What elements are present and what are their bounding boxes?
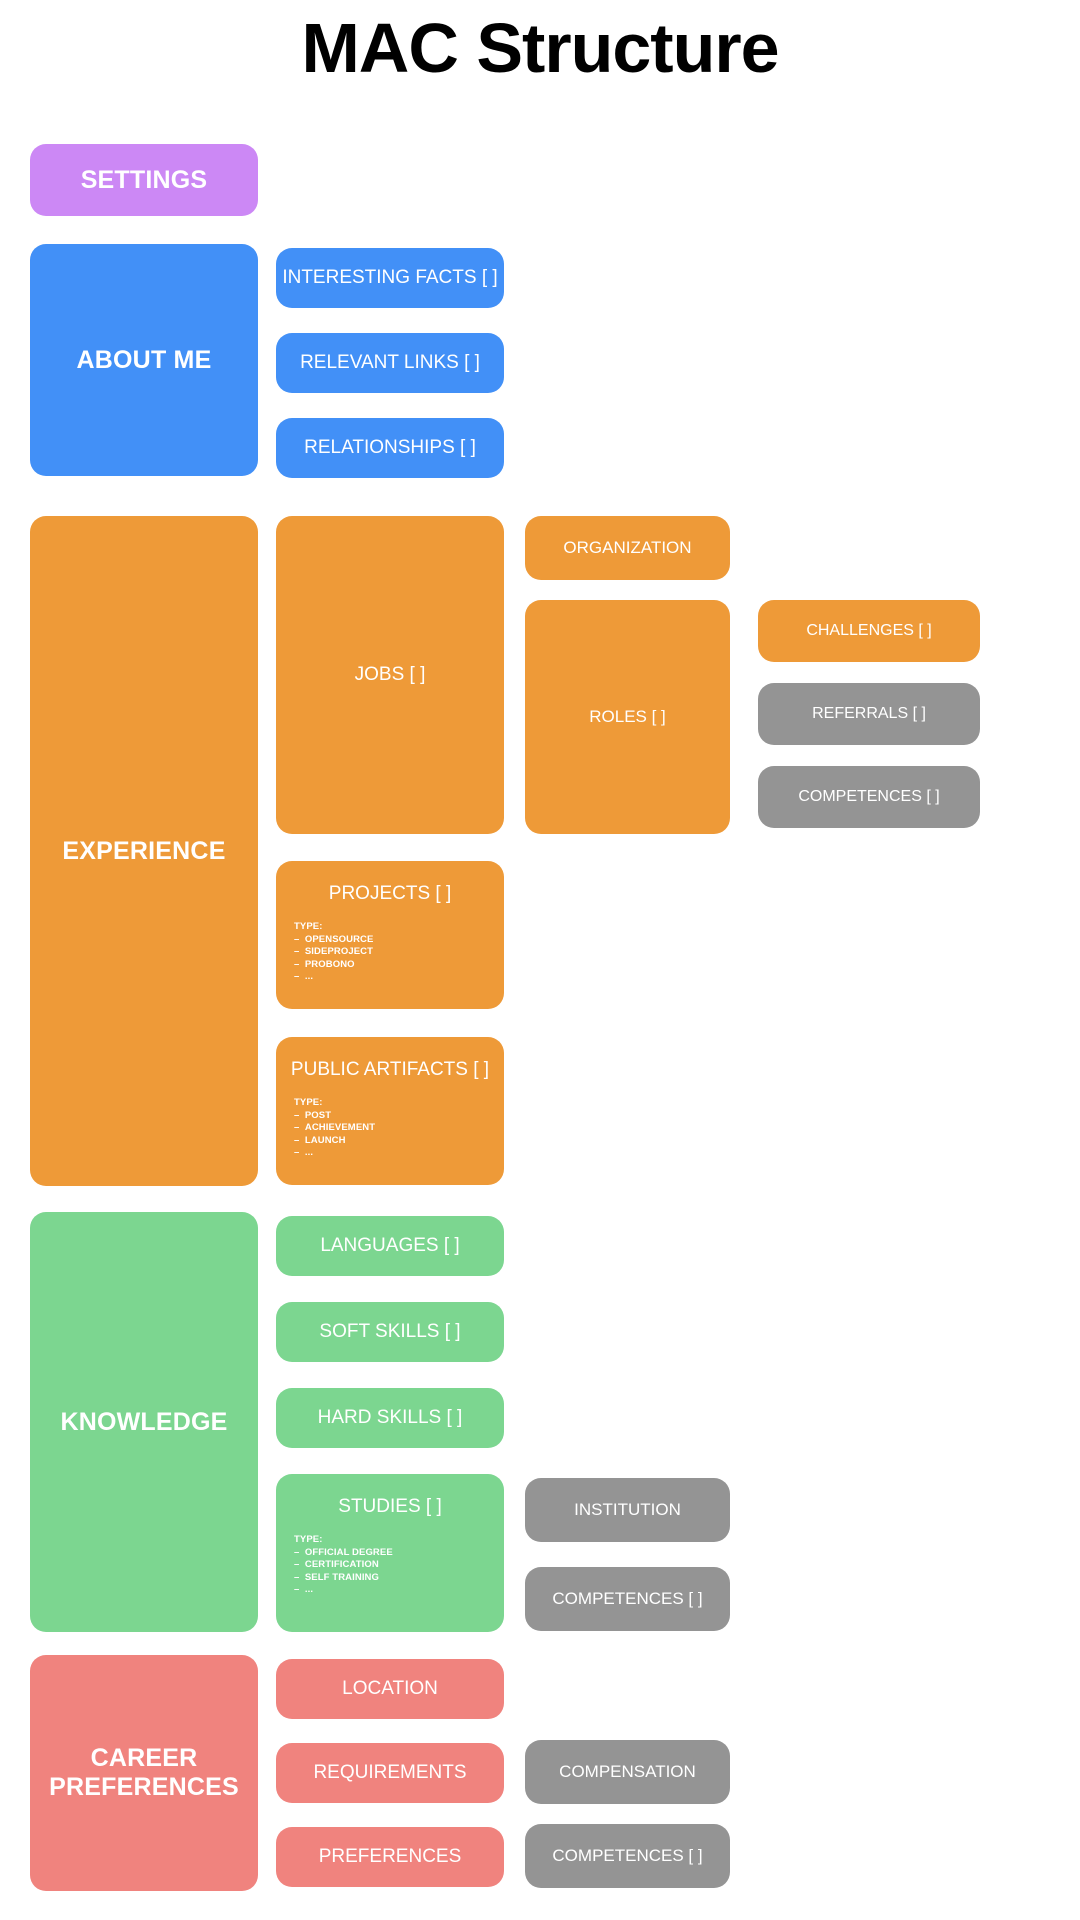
public-artifacts-type-item: POST [294, 1110, 504, 1123]
public-artifacts-type-item: ... [294, 1147, 504, 1160]
node-settings-label: SETTINGS [80, 165, 208, 194]
node-career-preferences-label-line1: CAREER [90, 1744, 198, 1772]
node-interesting-facts-label: INTERESTING FACTS [ ] [282, 267, 498, 288]
node-institution[interactable]: INSTITUTION [525, 1478, 730, 1542]
node-studies-label: STUDIES [ ] [338, 1496, 442, 1517]
studies-type-item: ... [294, 1584, 504, 1597]
public-artifacts-type-list: TYPE: POST ACHIEVEMENT LAUNCH ... [276, 1097, 504, 1160]
projects-type-item: OPENSOURCE [294, 934, 504, 947]
node-organization-label: ORGANIZATION [563, 538, 692, 557]
node-challenges-label: CHALLENGES [ ] [806, 622, 932, 639]
node-hard-skills-label: HARD SKILLS [ ] [317, 1407, 463, 1428]
node-knowledge-competences-label: COMPETENCES [ ] [552, 1589, 703, 1608]
node-career-competences-label: COMPETENCES [ ] [552, 1846, 703, 1865]
node-studies[interactable]: STUDIES [ ] TYPE: OFFICIAL DEGREE CERTIF… [276, 1474, 504, 1632]
node-preferences-label: PREFERENCES [318, 1846, 462, 1867]
node-relationships-label: RELATIONSHIPS [ ] [304, 437, 476, 458]
node-experience[interactable]: EXPERIENCE [30, 516, 258, 1186]
node-organization[interactable]: ORGANIZATION [525, 516, 730, 580]
projects-type-list: TYPE: OPENSOURCE SIDEPROJECT PROBONO ... [276, 921, 504, 984]
node-jobs[interactable]: JOBS [ ] [276, 516, 504, 834]
node-relevant-links-label: RELEVANT LINKS [ ] [300, 352, 480, 373]
public-artifacts-type-item: LAUNCH [294, 1135, 504, 1148]
node-about-me-label: ABOUT ME [76, 345, 212, 374]
node-career-competences[interactable]: COMPETENCES [ ] [525, 1824, 730, 1888]
node-roles-label: ROLES [ ] [589, 707, 666, 726]
node-referrals-label: REFERRALS [ ] [812, 705, 926, 722]
node-experience-competences-label: COMPETENCES [ ] [798, 788, 940, 805]
node-roles[interactable]: ROLES [ ] [525, 600, 730, 834]
node-experience-label: EXPERIENCE [62, 836, 226, 865]
studies-type-list: TYPE: OFFICIAL DEGREE CERTIFICATION SELF… [276, 1534, 504, 1597]
node-public-artifacts[interactable]: PUBLIC ARTIFACTS [ ] TYPE: POST ACHIEVEM… [276, 1037, 504, 1185]
node-requirements-label: REQUIREMENTS [313, 1762, 467, 1783]
node-public-artifacts-label: PUBLIC ARTIFACTS [ ] [290, 1059, 490, 1080]
node-settings[interactable]: SETTINGS [30, 144, 258, 216]
node-institution-label: INSTITUTION [574, 1500, 681, 1519]
node-hard-skills[interactable]: HARD SKILLS [ ] [276, 1388, 504, 1448]
studies-type-item: OFFICIAL DEGREE [294, 1547, 504, 1560]
node-knowledge-label: KNOWLEDGE [60, 1407, 228, 1436]
public-artifacts-type-heading: TYPE: [294, 1097, 323, 1108]
projects-type-item: PROBONO [294, 959, 504, 972]
node-requirements[interactable]: REQUIREMENTS [276, 1743, 504, 1803]
node-compensation[interactable]: COMPENSATION [525, 1740, 730, 1804]
studies-type-heading: TYPE: [294, 1534, 323, 1545]
node-jobs-label: JOBS [ ] [354, 664, 426, 685]
node-projects[interactable]: PROJECTS [ ] TYPE: OPENSOURCE SIDEPROJEC… [276, 861, 504, 1009]
projects-type-item: SIDEPROJECT [294, 946, 504, 959]
node-location-label: LOCATION [342, 1678, 438, 1699]
node-experience-competences[interactable]: COMPETENCES [ ] [758, 766, 980, 828]
node-career-preferences-label-line2: PREFERENCES [49, 1773, 239, 1801]
node-languages[interactable]: LANGUAGES [ ] [276, 1216, 504, 1276]
node-career-preferences[interactable]: CAREER PREFERENCES [30, 1655, 258, 1891]
node-projects-label: PROJECTS [ ] [328, 883, 452, 904]
node-languages-label: LANGUAGES [ ] [320, 1235, 460, 1256]
node-about-me[interactable]: ABOUT ME [30, 244, 258, 476]
node-preferences[interactable]: PREFERENCES [276, 1827, 504, 1887]
studies-type-item: SELF TRAINING [294, 1572, 504, 1585]
studies-type-item: CERTIFICATION [294, 1559, 504, 1572]
page-title: MAC Structure [301, 9, 779, 87]
node-soft-skills-label: SOFT SKILLS [ ] [319, 1321, 461, 1342]
node-referrals[interactable]: REFERRALS [ ] [758, 683, 980, 745]
node-relevant-links[interactable]: RELEVANT LINKS [ ] [276, 333, 504, 393]
node-relationships[interactable]: RELATIONSHIPS [ ] [276, 418, 504, 478]
node-soft-skills[interactable]: SOFT SKILLS [ ] [276, 1302, 504, 1362]
projects-type-item: ... [294, 971, 504, 984]
node-knowledge-competences[interactable]: COMPETENCES [ ] [525, 1567, 730, 1631]
node-location[interactable]: LOCATION [276, 1659, 504, 1719]
public-artifacts-type-item: ACHIEVEMENT [294, 1122, 504, 1135]
node-challenges[interactable]: CHALLENGES [ ] [758, 600, 980, 662]
node-knowledge[interactable]: KNOWLEDGE [30, 1212, 258, 1632]
projects-type-heading: TYPE: [294, 921, 323, 932]
node-compensation-label: COMPENSATION [559, 1762, 696, 1781]
node-interesting-facts[interactable]: INTERESTING FACTS [ ] [276, 248, 504, 308]
